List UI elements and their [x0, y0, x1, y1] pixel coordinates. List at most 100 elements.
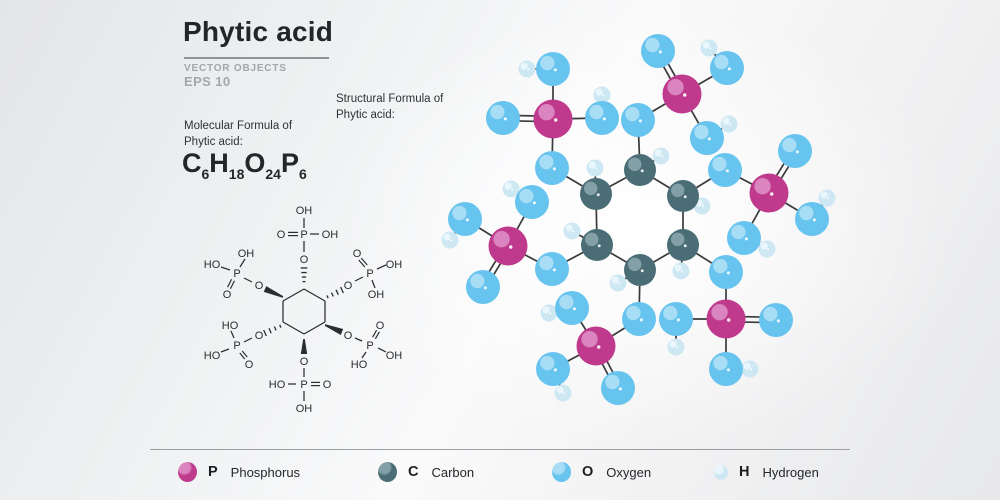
- atom-h: [818, 189, 836, 207]
- atom-o: [621, 103, 655, 137]
- bond-single: [243, 277, 253, 283]
- atom-ball: [700, 39, 718, 57]
- atom-label-p: P: [300, 229, 307, 241]
- atom-highlight: [713, 355, 728, 371]
- atom-c: [624, 154, 656, 186]
- atom-ball: [585, 101, 619, 135]
- atom-glint: [572, 307, 576, 311]
- atom-highlight: [628, 257, 642, 272]
- atom-o: [486, 101, 520, 135]
- atom-glint: [683, 244, 687, 248]
- atom-ball: [741, 360, 759, 378]
- atom-glint: [676, 318, 680, 322]
- bond-single: [639, 169, 684, 197]
- atom-h: [741, 360, 759, 378]
- atom-label-o: O: [300, 356, 309, 368]
- atom-label-ho: HO: [222, 320, 239, 332]
- atom-highlight: [712, 156, 727, 172]
- atom-label-o: O: [323, 379, 332, 391]
- atom-glint: [683, 195, 687, 199]
- bond-single: [596, 244, 641, 271]
- eps-label: EPS 10: [184, 74, 231, 89]
- atom-glint: [532, 201, 536, 205]
- atom-o: [641, 34, 675, 68]
- atom-label-p: P: [366, 268, 373, 280]
- atom-highlight: [711, 303, 728, 321]
- formula-symbol: P: [280, 148, 299, 178]
- bond-single: [239, 258, 246, 268]
- legend-label: Phosphorus: [230, 464, 301, 480]
- hydrogen-ball-icon: [714, 464, 728, 480]
- bond-double: [374, 331, 380, 340]
- atom-label-ho: HO: [204, 350, 221, 362]
- atom-ball: [609, 274, 627, 292]
- atom-ball: [535, 151, 569, 185]
- atom-highlight: [760, 242, 768, 250]
- bond-single: [377, 347, 387, 353]
- formula-subscript: 24: [265, 166, 281, 182]
- carbon-ball-icon: [378, 462, 397, 482]
- atom-o: [727, 221, 761, 255]
- atom-highlight: [654, 149, 662, 157]
- atom-ball: [486, 101, 520, 135]
- atom-glint: [727, 67, 731, 71]
- atom-label-p: P: [300, 379, 307, 391]
- legend-item-phosphorus: P Phosphorus: [178, 461, 300, 483]
- atom-glint: [702, 205, 705, 208]
- formula-symbol: O: [244, 148, 266, 178]
- atom-ball: [693, 197, 711, 215]
- atom-o: [601, 371, 635, 405]
- atom-glint: [707, 137, 711, 141]
- atom-o: [778, 134, 812, 168]
- legend-item-hydrogen: H Hydrogen: [714, 461, 819, 483]
- bond-hash: [268, 327, 272, 334]
- atom-ball: [580, 178, 612, 210]
- bond-single: [639, 155, 662, 171]
- bond-single: [637, 93, 683, 121]
- atom-highlight: [702, 41, 710, 49]
- atom-glint: [709, 47, 712, 50]
- atom-h: [441, 231, 459, 249]
- bond-single: [449, 218, 466, 241]
- atom-highlight: [628, 157, 642, 172]
- atom-o: [448, 202, 482, 236]
- atom-glint: [750, 368, 753, 371]
- bond-double: [503, 114, 554, 118]
- bond-single: [464, 218, 509, 247]
- atom-ball: [662, 74, 702, 114]
- bond-wedge: [324, 324, 344, 335]
- atom-h: [502, 180, 520, 198]
- atom-glint: [729, 123, 732, 126]
- bond-single: [282, 321, 305, 335]
- atom-glint: [511, 188, 514, 191]
- atom-highlight: [694, 124, 709, 140]
- atom-h: [667, 338, 685, 356]
- formula-subscript: 18: [228, 166, 245, 182]
- atom-glint: [767, 248, 770, 251]
- atom-highlight: [671, 232, 685, 247]
- atom-highlight: [669, 340, 677, 348]
- bond-single: [743, 192, 770, 239]
- atom-label-o: O: [376, 320, 385, 332]
- atom-h: [518, 60, 536, 78]
- atom-label-o: O: [255, 280, 264, 292]
- bond-hash: [326, 295, 329, 299]
- bond-wedge: [300, 339, 308, 354]
- bond-single: [639, 244, 684, 271]
- atom-label-o: O: [300, 254, 309, 266]
- atom-highlight: [695, 199, 703, 207]
- atom-ball: [652, 147, 670, 165]
- atom-highlight: [674, 264, 682, 272]
- atom-glint: [640, 169, 644, 173]
- atom-glint: [725, 169, 729, 173]
- bond-single: [507, 201, 533, 247]
- atom-highlight: [504, 182, 512, 190]
- atom-o: [555, 291, 589, 325]
- bond-single: [682, 169, 726, 197]
- atom-ball: [624, 254, 656, 286]
- bond-single: [354, 276, 364, 282]
- atom-label-ho: HO: [204, 259, 221, 271]
- atom-highlight: [585, 232, 599, 247]
- bond-single: [743, 237, 768, 250]
